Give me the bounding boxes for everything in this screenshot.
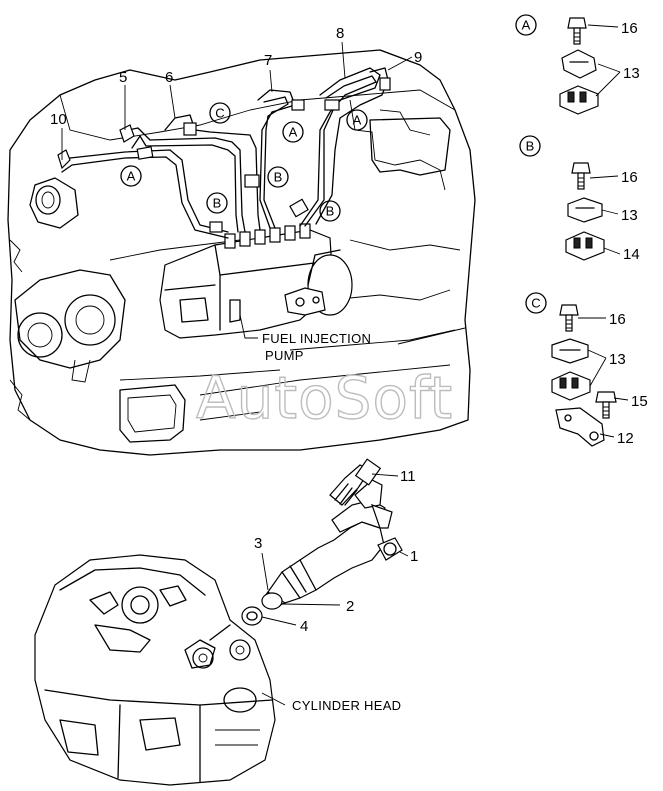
panel-a-marker: A <box>515 14 537 36</box>
panel-c-part-12: 12 <box>617 430 634 447</box>
svg-text:B: B <box>274 170 283 185</box>
callout-3: 3 <box>254 535 262 552</box>
fuel-injection-pump <box>159 223 353 339</box>
svg-text:C: C <box>531 296 540 311</box>
callout-9: 9 <box>414 49 422 66</box>
panel-c-part-16: 16 <box>609 311 626 328</box>
panel-c-part-13: 13 <box>609 351 626 368</box>
clamp-markers: A A A B B B C <box>120 102 368 222</box>
svg-text:B: B <box>526 139 535 154</box>
injector-assembly <box>241 458 403 626</box>
callout-numbers: 5 6 7 8 9 10 11 1 2 3 4 16 13 16 13 14 1… <box>50 20 648 635</box>
svg-text:B: B <box>326 204 335 219</box>
svg-text:B: B <box>213 196 222 211</box>
callout-5: 5 <box>119 69 127 86</box>
callout-2: 2 <box>346 598 354 615</box>
svg-text:A: A <box>289 125 298 140</box>
marker-b-right: B <box>319 200 341 222</box>
marker-a-left: A <box>120 165 142 187</box>
marker-a-right: A <box>346 109 368 131</box>
fuel-injection-pump-label: FUEL INJECTION <box>262 331 371 346</box>
panel-c-marker: C <box>525 292 547 314</box>
detail-panel-a <box>559 17 599 115</box>
svg-text:A: A <box>353 113 362 128</box>
marker-b-left: B <box>206 192 228 214</box>
detail-panel-c <box>551 304 617 447</box>
callout-1: 1 <box>410 548 418 565</box>
panel-b-part-13: 13 <box>621 207 638 224</box>
leader-lines <box>61 24 629 706</box>
callout-10: 10 <box>50 111 67 128</box>
svg-text:A: A <box>127 169 136 184</box>
panel-c-part-15: 15 <box>631 393 648 410</box>
injection-pipes <box>57 67 391 239</box>
panel-a-part-16: 16 <box>621 20 638 37</box>
cylinder-head-label: CYLINDER HEAD <box>292 698 401 713</box>
callout-11: 11 <box>400 468 416 485</box>
panel-b-part-14: 14 <box>623 246 640 263</box>
callout-8: 8 <box>336 25 344 42</box>
marker-b-mid: B <box>267 166 289 188</box>
engine-block <box>7 49 476 456</box>
svg-text:A: A <box>522 18 531 33</box>
callout-4: 4 <box>300 618 308 635</box>
watermark: AutoSoft <box>196 364 453 432</box>
callout-7: 7 <box>264 52 272 69</box>
cylinder-head <box>34 554 276 786</box>
marker-c: C <box>209 102 231 124</box>
part-labels: FUEL INJECTION PUMP CYLINDER HEAD <box>262 331 401 713</box>
fuel-injection-pump-label-2: PUMP <box>265 348 304 363</box>
detail-panel-b <box>565 162 605 261</box>
panel-a-part-13: 13 <box>623 65 640 82</box>
marker-a-mid: A <box>282 121 304 143</box>
svg-text:C: C <box>215 106 224 121</box>
panel-headers: A B C <box>515 14 547 314</box>
panel-b-part-16: 16 <box>621 169 638 186</box>
callout-6: 6 <box>165 69 173 86</box>
panel-b-marker: B <box>519 135 541 157</box>
